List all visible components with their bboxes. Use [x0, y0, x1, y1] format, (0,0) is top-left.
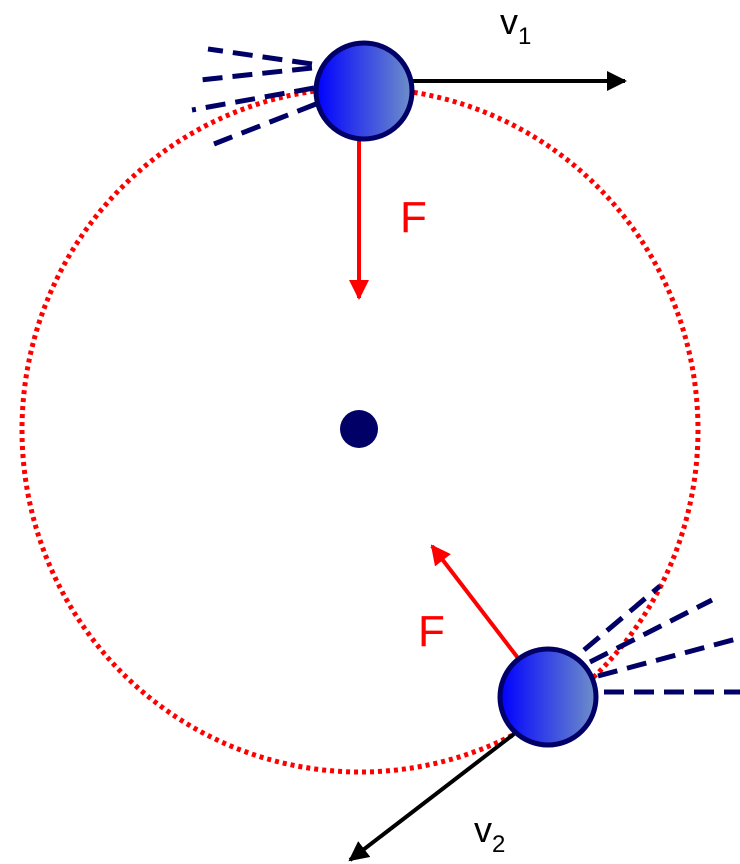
ball-top: [313, 40, 415, 142]
velocity-arrow-bottom: [348, 732, 516, 862]
force-label-top: F: [400, 193, 427, 242]
velocity-label-top: v1: [500, 1, 531, 50]
force-arrow-bottom: [430, 544, 520, 660]
ball-bottom: [497, 646, 599, 748]
velocity-label-top-main: v: [500, 1, 518, 42]
velocity-label-bottom-subscript: 2: [492, 831, 505, 858]
center-dot: [340, 410, 378, 448]
exhaust-lines-top: [191, 46, 317, 147]
velocity-label-bottom-main: v: [474, 809, 492, 850]
velocity-label-top-subscript: 1: [518, 23, 531, 50]
force-label-bottom: F: [418, 607, 445, 656]
velocity-label-bottom: v2: [474, 809, 505, 858]
exhaust-lines-bottom: [582, 584, 740, 695]
